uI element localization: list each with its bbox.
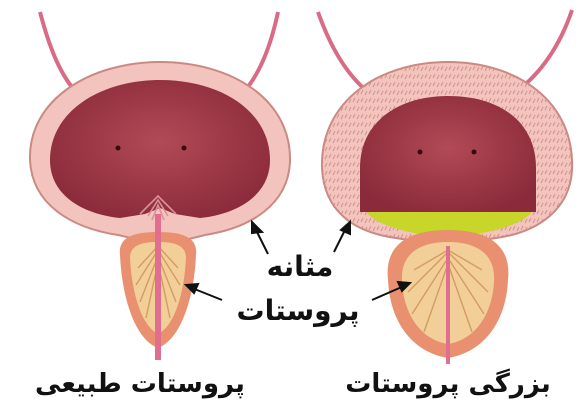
normal-prostate-caption: پروستات طبیعی (35, 369, 245, 399)
bladder-arrowhead-left (252, 222, 262, 233)
left-ureter-enlarged (318, 12, 368, 92)
bladder-label: مثانه (267, 250, 334, 283)
ureter-opening-right-normal (182, 146, 187, 151)
ureter-opening-left-normal (116, 146, 121, 151)
right-ureter-enlarged (518, 10, 572, 90)
enlarged-prostate-caption: بزرگی پروستات (345, 368, 551, 399)
bladder-arrowhead-right (341, 222, 350, 234)
ureter-opening-right-enlarged (472, 150, 477, 155)
prostate-label: پروستات (237, 294, 360, 327)
ureter-opening-left-enlarged (418, 150, 423, 155)
